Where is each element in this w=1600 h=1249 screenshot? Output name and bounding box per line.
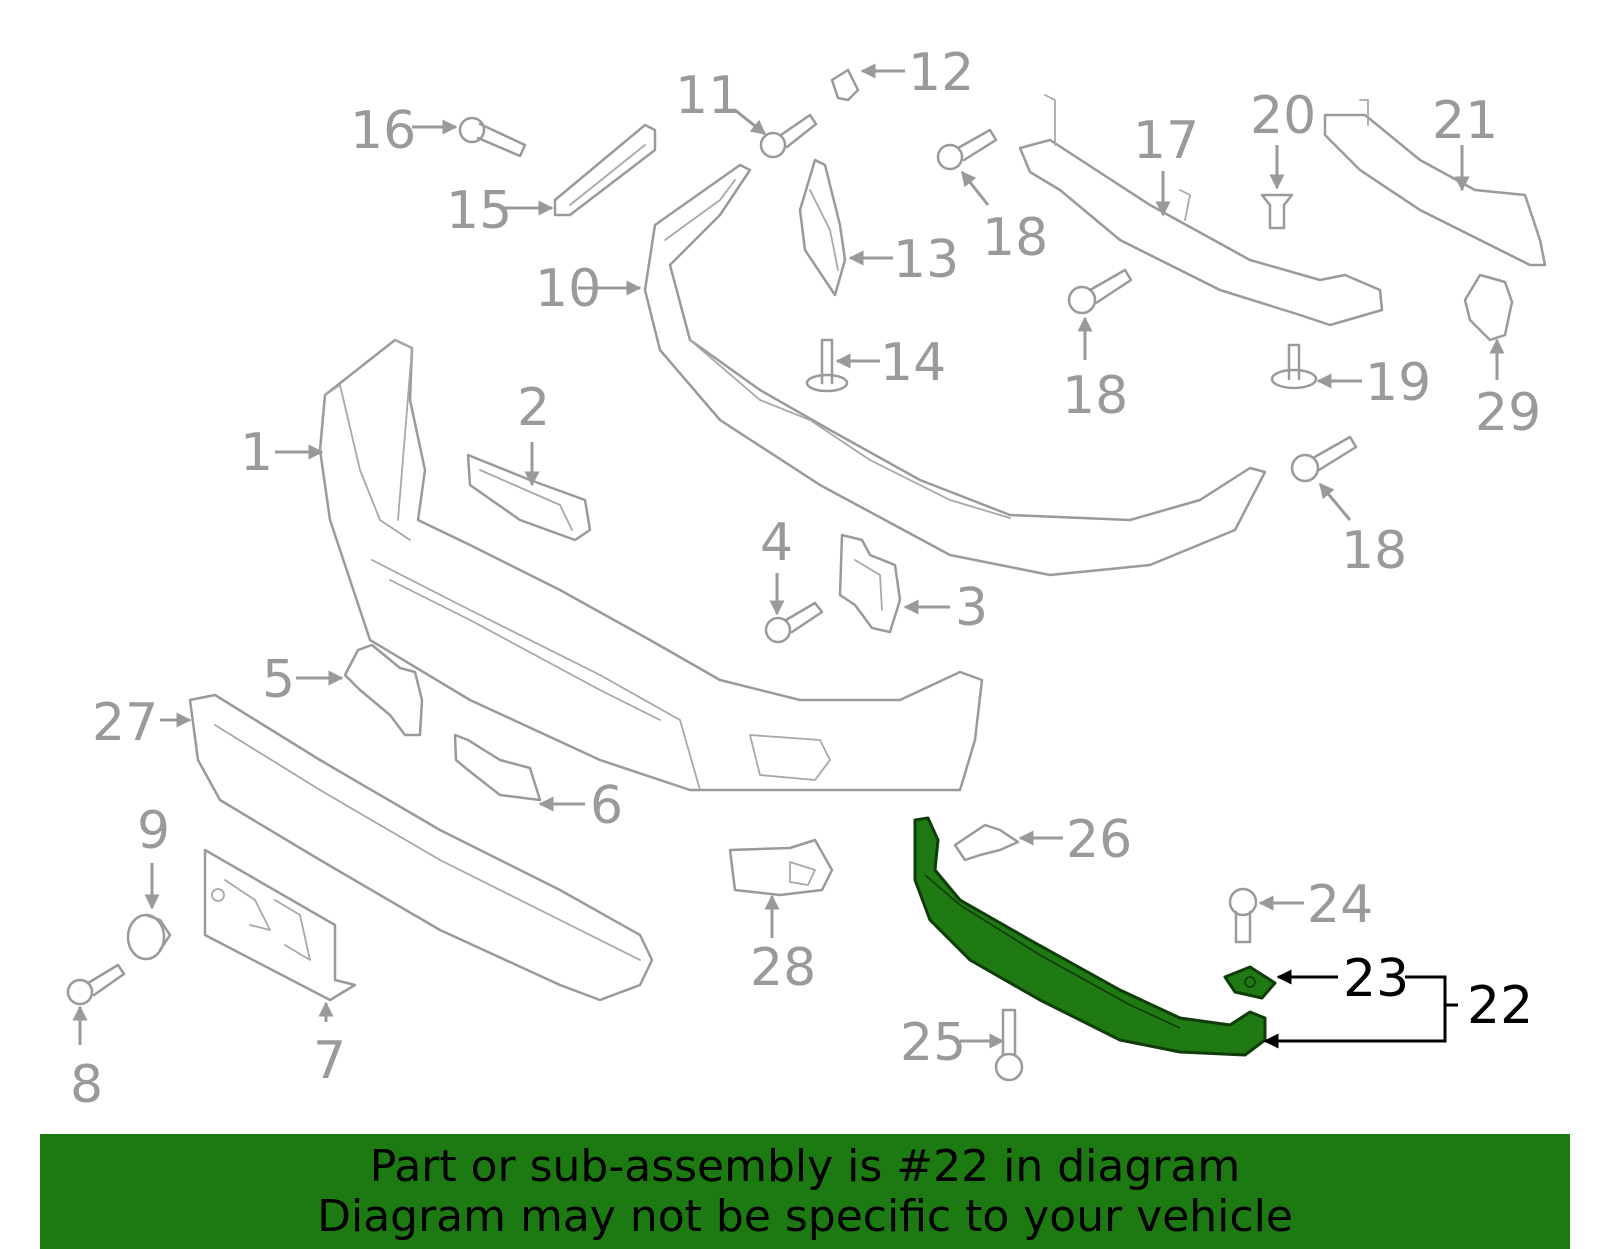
part-12-pin xyxy=(830,68,860,102)
part-9-clip xyxy=(126,913,172,961)
part-26-bracket xyxy=(953,823,1020,862)
part-4-bolt xyxy=(764,601,824,644)
callout-22: 22 xyxy=(1467,976,1533,1036)
callout-13: 13 xyxy=(893,230,959,290)
callout-3: 3 xyxy=(955,578,988,638)
banner-line-part: Part or sub-assembly is #22 in diagram xyxy=(369,1140,1241,1192)
callout-5: 5 xyxy=(262,650,295,710)
callout-21: 21 xyxy=(1432,91,1498,151)
callout-11: 11 xyxy=(675,66,741,126)
callout-2: 2 xyxy=(517,378,550,438)
part-7-license-bracket xyxy=(203,848,357,1002)
part-27-absorber xyxy=(188,693,654,1002)
part-20-pin xyxy=(1260,193,1294,230)
callout-15: 15 xyxy=(446,181,512,241)
part-8-bolt xyxy=(66,963,126,1006)
part-16-bolt xyxy=(458,116,527,158)
callout-12: 12 xyxy=(908,43,974,103)
part-24-bolt xyxy=(1228,887,1258,944)
part-25-bolt xyxy=(994,1008,1024,1082)
callout-20: 20 xyxy=(1250,86,1316,146)
callout-18-a: 18 xyxy=(982,208,1048,268)
callout-17: 17 xyxy=(1133,111,1199,171)
part-11-bolt xyxy=(759,113,818,159)
callout-7: 7 xyxy=(313,1031,346,1091)
leader-lines xyxy=(72,63,1505,1049)
part-18-bolt-c xyxy=(1290,435,1358,483)
callout-25: 25 xyxy=(900,1013,966,1073)
callout-6: 6 xyxy=(590,776,623,836)
part-15-bracket xyxy=(553,123,657,217)
part-14-stud xyxy=(805,338,849,393)
part-28-fog-bezel xyxy=(728,838,834,897)
callout-18-b: 18 xyxy=(1062,366,1128,426)
part-5-bracket xyxy=(343,643,424,737)
callout-9: 9 xyxy=(137,801,170,861)
callout-8: 8 xyxy=(70,1055,103,1115)
part-18-bolt-b xyxy=(1067,268,1133,315)
part-10-bumper-cover xyxy=(643,163,1267,577)
info-banner: Part or sub-assembly is #22 in diagram D… xyxy=(40,1134,1570,1249)
part-3-bracket xyxy=(838,533,902,634)
callout-27: 27 xyxy=(92,693,158,753)
leader-lines-highlight xyxy=(1263,969,1458,1049)
callout-29: 29 xyxy=(1475,383,1541,443)
banner-line-disclaimer: Diagram may not be specific to your vehi… xyxy=(317,1190,1293,1242)
callout-19: 19 xyxy=(1365,353,1431,413)
callout-4: 4 xyxy=(760,513,793,573)
part-1-bumper-face-bar xyxy=(318,338,984,792)
callout-16: 16 xyxy=(350,101,416,161)
callout-10: 10 xyxy=(535,259,601,319)
part-21-side-bracket xyxy=(1323,99,1547,267)
part-23-nut-plate xyxy=(1223,965,1277,1000)
part-18-bolt-a xyxy=(936,128,998,171)
part-13-deflector xyxy=(798,158,847,297)
callout-24: 24 xyxy=(1307,875,1373,935)
callout-28: 28 xyxy=(750,938,816,998)
callout-14: 14 xyxy=(880,333,946,393)
part-29-bracket xyxy=(1463,273,1514,342)
part-2-bracket xyxy=(466,453,592,542)
callout-23: 23 xyxy=(1343,949,1409,1009)
part-6-bracket xyxy=(453,733,542,802)
part-19-stud xyxy=(1270,343,1318,390)
part-22-lower-valance xyxy=(913,816,1267,1057)
callout-18-c: 18 xyxy=(1341,521,1407,581)
callout-1: 1 xyxy=(240,423,273,483)
part-17-reinforcement xyxy=(1018,94,1384,327)
callout-26: 26 xyxy=(1066,810,1132,870)
